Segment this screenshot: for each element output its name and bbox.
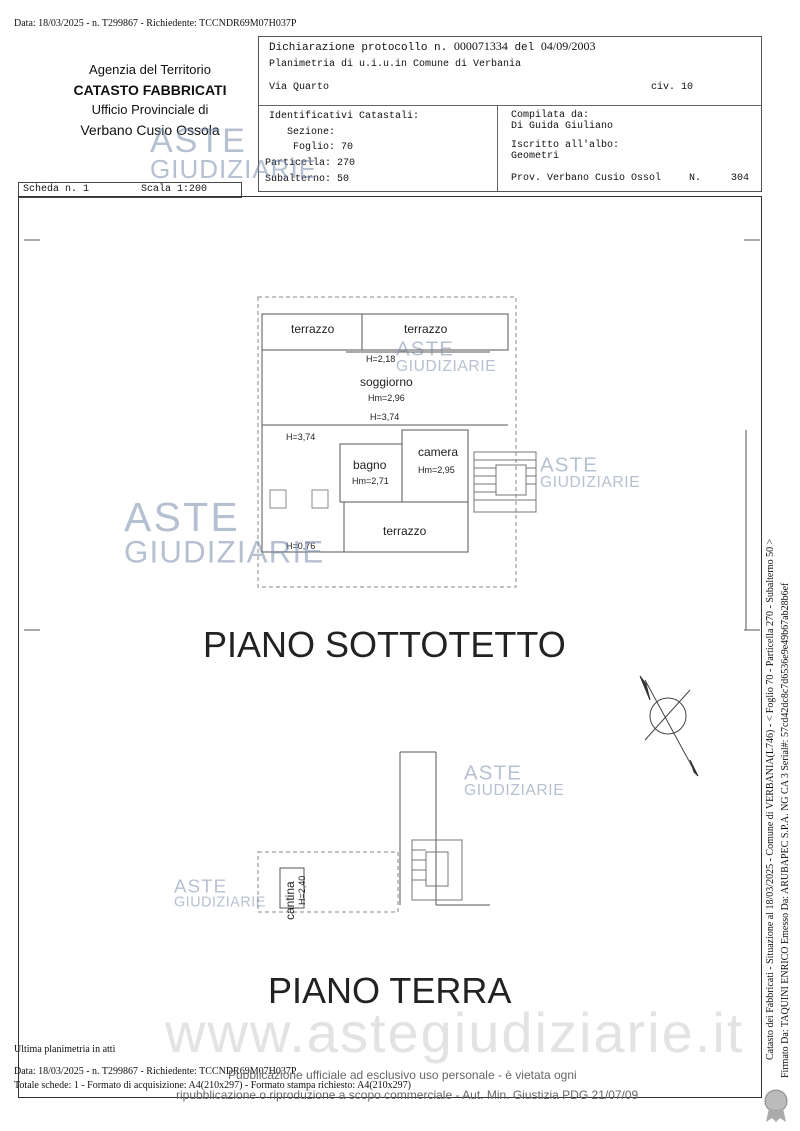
provincia-field: Prov. Verbano Cusio Ossol (511, 173, 662, 184)
height-label: H=0,76 (286, 541, 316, 551)
room-label-terrazzo-1: terrazzo (291, 322, 335, 336)
room-label-bagno: bagno (353, 458, 387, 472)
compass (649, 697, 687, 735)
albo-number: 304 (731, 173, 750, 184)
room-label-terrazzo-3: terrazzo (383, 524, 427, 538)
room-label-camera: camera (418, 445, 459, 459)
compilata-nome: Di Guida Giuliano (511, 121, 614, 132)
catasto-title: CATASTO FABBRICATI (73, 82, 227, 98)
room-label-terrazzo-2: terrazzo (404, 322, 448, 336)
agency-name: Agenzia del Territorio (89, 62, 211, 77)
scheda-number: Scheda n. 1 (23, 184, 90, 195)
identificativi-label: Identificativi Catastali: (269, 111, 420, 122)
sottotetto-outline (257, 296, 517, 588)
footer-totale-line: Totale schede: 1 - Formato di acquisizio… (14, 1080, 411, 1091)
civic-number: civ. 10 (651, 82, 694, 93)
height-label: H=3,74 (370, 412, 400, 422)
subalterno-field: Subalterno: 50 (265, 174, 350, 185)
height-label: Hm=2,95 (418, 465, 455, 475)
height-label: Hm=2,71 (352, 476, 389, 486)
scheda-bar: Scheda n. 1 Scala 1:200 (18, 182, 242, 198)
ufficio-label: Ufficio Provinciale di (91, 102, 209, 117)
ufficio-province: Verbano Cusio Ossola (80, 122, 220, 138)
room-label-soggiorno: soggiorno (360, 375, 413, 389)
terra-outline (257, 851, 399, 913)
footer-data-line: Data: 18/03/2025 - n. T299867 - Richiede… (14, 1066, 297, 1077)
north-arrow (639, 675, 651, 701)
iscritto-label: Iscritto all'albo: (511, 140, 620, 151)
planimetria-line: Planimetria di u.i.u.in Comune di Verban… (269, 59, 522, 70)
scala-value: Scala 1:200 (141, 184, 208, 195)
bagno-room (339, 443, 403, 503)
stairs (473, 451, 537, 513)
height-label: H=3,74 (286, 432, 316, 442)
cantina-room (279, 867, 305, 909)
terrazzo-top-room (261, 313, 509, 351)
south-arrow (689, 759, 699, 777)
room-label-cantina: cantina (283, 881, 297, 920)
side-signature-line: Firmato Da: TAQUINI ENRICO Emesso Da: AR… (780, 582, 791, 1078)
publication-notice-2: ripubblicazione o riproduzione a scopo c… (176, 1088, 639, 1102)
address-line: Via Quarto (269, 82, 330, 93)
albo-number-label: N. (689, 173, 702, 184)
particella-field: Particella: 270 (265, 158, 356, 169)
agency-block: Agenzia del Territorio CATASTO FABBRICAT… (40, 60, 260, 140)
site-watermark: www.astegiudiziarie.it (165, 1001, 745, 1064)
foglio-field: Foglio: 70 (293, 142, 354, 153)
seal-icon (764, 1089, 788, 1122)
publication-notice-1: Pubblicazione ufficiale ad esclusivo uso… (228, 1068, 577, 1082)
height-label: Hm=2,96 (368, 393, 405, 403)
top-request-line: Data: 18/03/2025 - n. T299867 - Richiede… (14, 18, 297, 29)
height-label: H=2,40 (297, 875, 307, 905)
dichiarazione-line: Dichiarazione protocollo n. 000071334 de… (269, 39, 596, 54)
iscritto-value: Geometri (511, 151, 560, 162)
side-catasto-line: Catasto dei Fabbricati - Situazione al 1… (765, 538, 776, 1060)
height-label: H=2,18 (366, 354, 396, 364)
plan-frame (18, 196, 762, 1098)
piano-sottotetto-title: PIANO SOTTOTETTO (203, 624, 566, 665)
declaration-header-box: Dichiarazione protocollo n. 000071334 de… (258, 36, 762, 192)
sezione-field: Sezione: (287, 127, 336, 138)
ultima-planimetria: Ultima planimetria in atti (14, 1044, 116, 1055)
piano-terra-title: PIANO TERRA (268, 970, 512, 1011)
compilata-label: Compilata da: (511, 110, 590, 121)
